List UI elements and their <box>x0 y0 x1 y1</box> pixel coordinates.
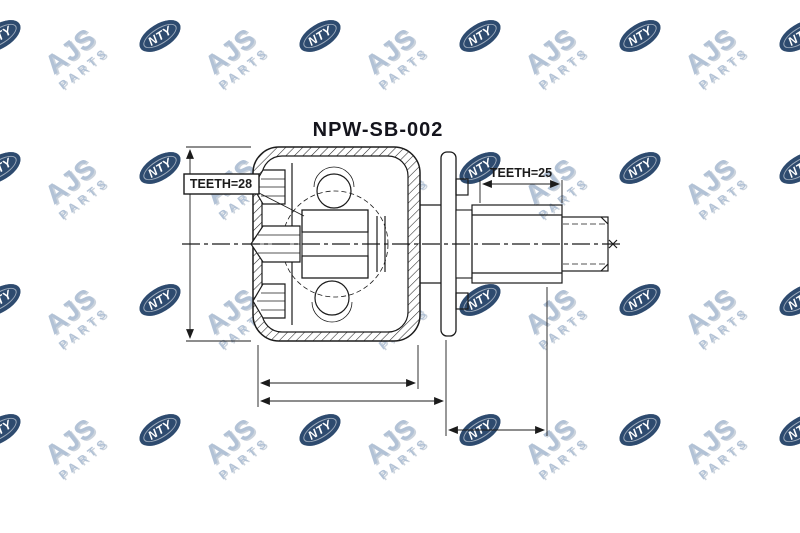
thread-chamfer-top <box>600 216 609 225</box>
inner-race-hatch-bottom <box>301 255 369 279</box>
teeth-left-leader <box>258 192 305 217</box>
inner-race-hatch-top <box>301 209 369 233</box>
teeth-left-label: TEETH=28 <box>190 177 252 191</box>
flange-rim-bottom <box>455 292 469 310</box>
bearing-ball-top <box>316 173 352 209</box>
race-groove-bottom <box>311 301 353 323</box>
bearing-ball-bottom <box>314 280 350 316</box>
thread-chamfer-bottom <box>600 263 609 272</box>
dimensions <box>183 146 563 436</box>
teeth-right-label: TEETH=25 <box>490 166 552 180</box>
race-groove-top <box>313 166 355 188</box>
teeth-left-box <box>183 173 260 195</box>
flange-rim-top <box>455 178 469 196</box>
part-number: NPW-SB-002 <box>313 119 444 141</box>
